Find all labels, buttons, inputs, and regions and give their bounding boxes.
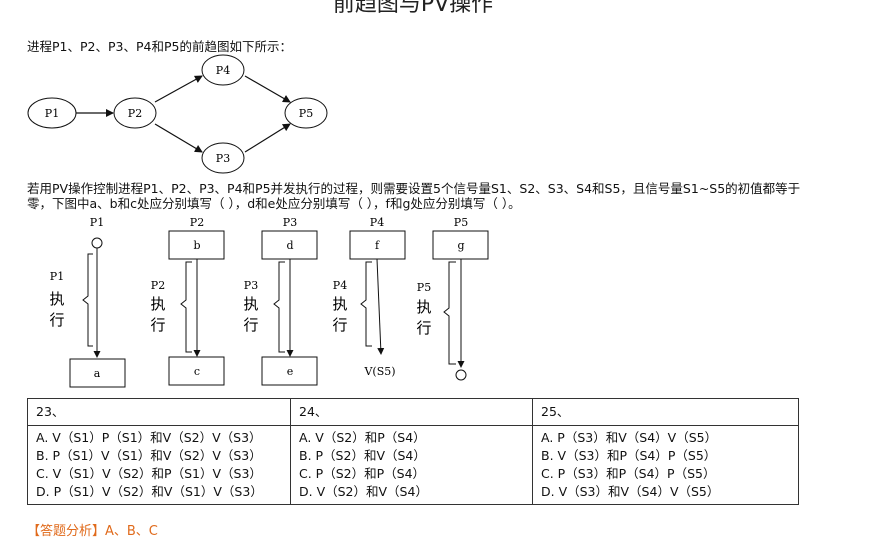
intro-text: 进程P1、P2、P3、P4和P5的前趋图如下所示：	[27, 39, 292, 54]
question-23-option-b: B. P（S1）V（S1）和V（S2）V（S3）	[36, 448, 262, 463]
process-p5-exec-label-char2: 行	[416, 319, 431, 337]
question-25-option-d: D. V（S3）和V（S4）V（S5）	[541, 484, 720, 499]
question-25-option-a: A. P（S3）和V（S4）V（S5）	[541, 430, 718, 445]
process-p4-exec-label-char2: 行	[332, 316, 347, 334]
process-p4-exec-label-char1: 执	[332, 295, 347, 313]
page-title: 前趋图与PV操作	[332, 0, 494, 17]
process-p1-bottom-box	[69, 358, 126, 388]
question-23-header: 23、	[27, 398, 291, 426]
answers-header-row: 23、 24、 25、	[27, 398, 799, 426]
process-p5-name: P5	[454, 216, 468, 229]
question-23-option-c: C. V（S1）V（S2）和P（S1）V（S3）	[36, 466, 262, 481]
question-text: 若用PV操作控制进程P1、P2、P3、P4和P5并发执行的过程，则需要设置5个信…	[27, 181, 801, 211]
process-p4-flow	[376, 258, 385, 355]
process-p1-brace	[82, 253, 93, 347]
node-p5-label: P5	[299, 107, 313, 120]
process-p1-name: P1	[90, 216, 104, 229]
node-p2-label: P2	[128, 107, 142, 120]
node-p4	[201, 54, 245, 86]
process-p1-exec-label-char2: 行	[49, 311, 64, 329]
node-p2	[113, 97, 157, 129]
question-25-option-b: B. V（S3）和P（S4）P（S5）	[541, 448, 717, 463]
process-p4-top-box-label: f	[375, 239, 380, 252]
edge-p4-p5	[244, 75, 291, 103]
node-p1-label: P1	[45, 107, 59, 120]
question-25-option-c: C. P（S3）和P（S4）P（S5）	[541, 466, 716, 481]
process-p3-name: P3	[283, 216, 297, 229]
edge-p3-p5	[244, 123, 291, 153]
answers-options-row: A. V（S1）P（S1）和V（S2）V（S3） B. P（S1）V（S1）和V…	[27, 425, 799, 505]
process-p3-bottom-box-label: e	[287, 365, 294, 378]
answers-table: 23、 24、 25、 A. V（S1）P（S1）和V（S2）V（S3） B. …	[27, 398, 799, 505]
process-p2-exec-label-char2: 行	[150, 316, 165, 334]
process-p2-exec-label-char1: 执	[150, 295, 165, 313]
question-24-header: 24、	[290, 398, 533, 426]
process-p4-brace	[360, 261, 372, 347]
process-p2-name: P2	[190, 216, 204, 229]
process-p3-exec-label-name: P3	[244, 279, 258, 292]
process-p5-brace	[443, 261, 456, 365]
node-p3-label: P3	[216, 152, 230, 165]
edge-p2-p3	[154, 123, 203, 153]
process-p3-bottom-box	[261, 356, 318, 386]
process-p2-exec-label-name: P2	[151, 279, 165, 292]
process-p4-bottom-text: V(S5)	[363, 365, 395, 378]
question-23-options: A. V（S1）P（S1）和V（S2）V（S3） B. P（S1）V（S1）和V…	[27, 425, 291, 505]
process-p3-exec-label-char1: 执	[243, 295, 258, 313]
process-p3-exec-label-char2: 行	[243, 316, 258, 334]
process-p1-exec-label-name: P1	[50, 270, 64, 283]
node-p3	[201, 142, 245, 174]
node-p5	[284, 97, 328, 129]
question-24-option-c: C. P（S2）和P（S4）	[299, 466, 426, 481]
question-24-option-d: D. V（S2）和V（S4）	[299, 484, 428, 499]
process-p1-start	[91, 237, 103, 249]
question-24-option-a: A. V（S2）和P（S4）	[299, 430, 426, 445]
process-p4-top-box	[349, 230, 406, 260]
process-p5-end	[455, 369, 467, 381]
question-23-option-a: A. V（S1）P（S1）和V（S2）V（S3）	[36, 430, 262, 445]
process-p3-top-box-label: d	[286, 239, 293, 252]
process-p4-name: P4	[370, 216, 384, 229]
process-p5-top-box-label: g	[457, 239, 464, 252]
node-p1	[27, 97, 77, 129]
edge-p2-p4	[154, 75, 203, 103]
process-p2-bottom-box-label: c	[194, 365, 200, 378]
process-p1-bottom-box-label: a	[94, 367, 101, 380]
process-p5-exec-label-char1: 执	[416, 298, 431, 316]
process-p2-top-box	[168, 230, 225, 260]
question-24-options: A. V（S2）和P（S4） B. P（S2）和V（S4） C. P（S2）和P…	[290, 425, 533, 505]
process-p3-brace	[273, 261, 285, 353]
question-24-option-b: B. P（S2）和V（S4）	[299, 448, 426, 463]
process-p2-brace	[180, 261, 192, 353]
question-25-header: 25、	[532, 398, 799, 426]
process-p3-top-box	[261, 230, 318, 260]
process-p1-exec-label-char1: 执	[49, 290, 64, 308]
process-p2-bottom-box	[168, 356, 225, 386]
question-23-option-d: D. P（S1）V（S2）和V（S1）V（S3）	[36, 484, 263, 499]
node-p4-label: P4	[216, 64, 230, 77]
question-25-options: A. P（S3）和V（S4）V（S5） B. V（S3）和P（S4）P（S5） …	[532, 425, 799, 505]
process-p5-exec-label-name: P5	[417, 281, 431, 294]
process-p4-exec-label-name: P4	[333, 279, 347, 292]
process-p2-top-box-label: b	[193, 239, 200, 252]
answer-analysis: 【答题分析】A、B、C	[27, 524, 158, 539]
